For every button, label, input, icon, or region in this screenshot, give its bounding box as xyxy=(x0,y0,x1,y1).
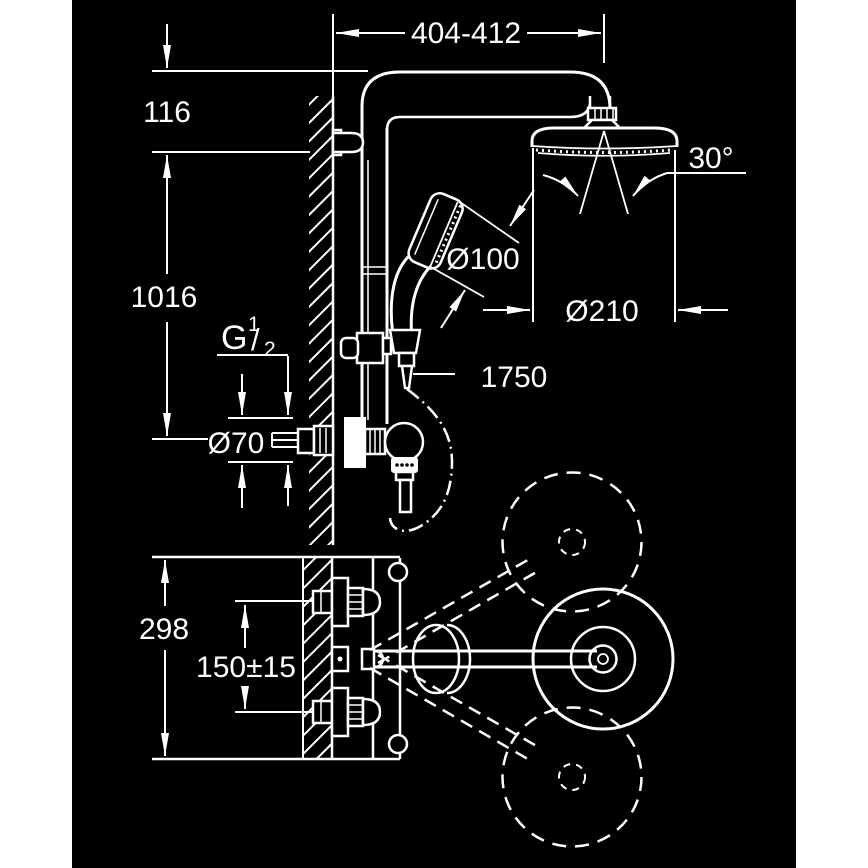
head-position-down xyxy=(501,706,643,848)
head-connector-nut xyxy=(586,106,618,122)
label-hose-length: 1750 xyxy=(481,361,548,394)
plan-rail-disc xyxy=(411,623,472,695)
plan-view xyxy=(152,471,675,848)
head-shower-body xyxy=(530,126,679,147)
label-spray-angle: 30° xyxy=(688,142,733,175)
shower-hose xyxy=(388,388,454,533)
label-plan-depth: 298 xyxy=(139,613,189,646)
wall-hatch-plan xyxy=(303,558,332,759)
valve-body xyxy=(383,421,425,463)
plan-knob-top xyxy=(387,561,409,583)
front-view xyxy=(271,70,679,545)
hand-shower-handle xyxy=(389,253,412,336)
head-position-up xyxy=(501,471,643,613)
hand-shower-head xyxy=(407,192,464,270)
dimension-labels: 404-412 116 1016 30° Ø100 Ø210 1750 Ø70 … xyxy=(131,17,734,684)
thread-slash: / xyxy=(251,322,260,357)
drawing-background xyxy=(72,0,796,868)
head-spray-face xyxy=(535,148,673,154)
swivel-arc-left xyxy=(542,174,579,197)
hand-spray-face xyxy=(433,204,462,267)
wall-bracket xyxy=(331,128,365,157)
valve-outlet-pipe xyxy=(398,478,413,514)
plan-knob-bottom xyxy=(387,733,409,755)
dimensions xyxy=(152,14,746,756)
wall-section-front xyxy=(309,96,335,545)
holder-cup xyxy=(388,328,422,355)
spray-cone-left xyxy=(579,130,605,215)
label-hand-shower-diameter: Ø100 xyxy=(446,243,519,276)
shower-holder xyxy=(339,328,422,390)
label-rail-height: 1016 xyxy=(131,281,198,314)
swivel-arc-right xyxy=(632,172,668,197)
rail-clamp xyxy=(355,331,385,365)
slide-rail xyxy=(360,128,389,424)
label-top-width: 404-412 xyxy=(411,17,521,50)
clamp-knob xyxy=(339,336,360,360)
label-head-shower-diameter: Ø210 xyxy=(565,295,638,328)
plan-head-shower xyxy=(531,587,675,731)
thread-denominator: 2 xyxy=(264,338,276,361)
wall-hatch-front xyxy=(309,96,333,545)
plan-union-top xyxy=(311,576,382,628)
plan-arm-mount xyxy=(330,645,376,673)
center-mark xyxy=(337,656,343,662)
supply-nipple xyxy=(271,424,335,457)
thermostat-valve xyxy=(344,417,425,514)
label-supply-spacing: 150±15 xyxy=(196,651,296,684)
nipple-thread xyxy=(312,424,335,457)
hose-nipple xyxy=(400,364,414,390)
label-escutcheon-diameter: Ø70 xyxy=(208,427,265,460)
thread-letter: G xyxy=(221,319,247,357)
dim-hand-diameter xyxy=(509,189,535,227)
plan-union-bottom xyxy=(311,686,382,738)
valve-escutcheon xyxy=(344,417,366,468)
spray-cone-right xyxy=(603,130,629,215)
plan-swivel-positions xyxy=(369,471,643,848)
thread-numerator: 1 xyxy=(248,313,260,336)
label-head-drop: 116 xyxy=(143,96,191,129)
plan-shower-arm xyxy=(374,649,597,669)
label-thread-size: G 1 / 2 xyxy=(221,313,276,361)
head-shower xyxy=(530,106,679,215)
